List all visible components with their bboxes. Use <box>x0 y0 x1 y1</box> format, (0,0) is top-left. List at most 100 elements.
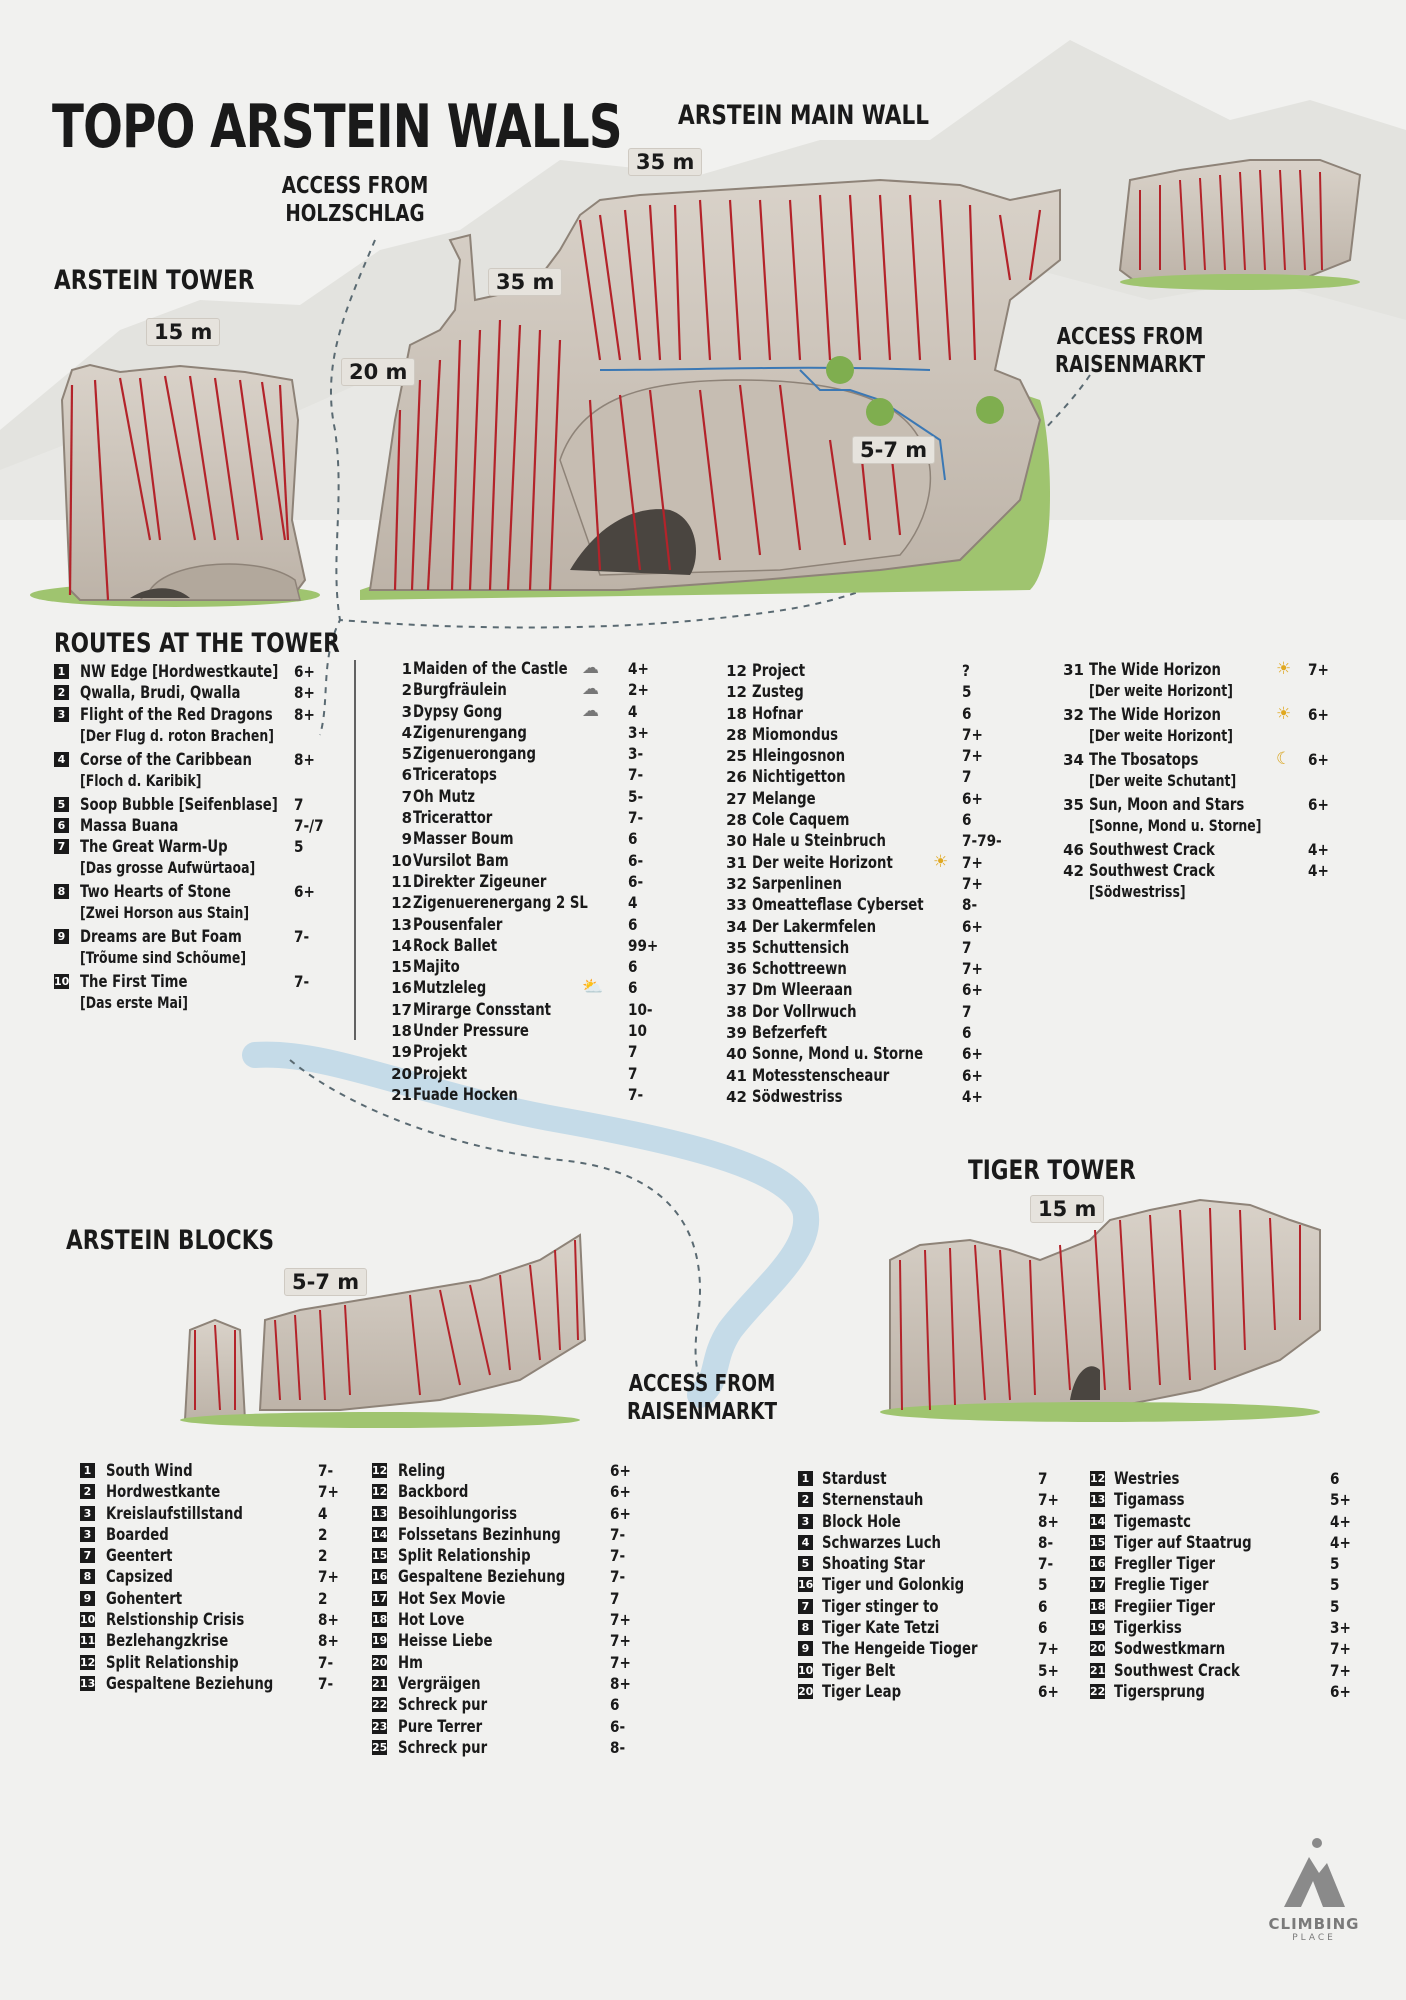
route-name: The Wide Horizon <box>1089 705 1221 725</box>
route-subname: [Sonne, Mond u. Storne] <box>1089 816 1262 835</box>
route-grade: 6+ <box>610 1482 631 1502</box>
route-number: 4 <box>54 751 69 767</box>
route-grade: 7 <box>628 1042 638 1062</box>
route-name: Schreck pur <box>398 1695 488 1716</box>
route-grade: 7 <box>610 1588 620 1608</box>
partly-sunny-icon: ⛅ <box>582 977 604 998</box>
route-grade: 5 <box>1038 1575 1048 1595</box>
route-number: 9 <box>54 929 69 945</box>
route-grade: 7 <box>1038 1469 1048 1488</box>
route-number: 28 <box>726 725 747 744</box>
route-name: Hale u Steinbruch <box>752 831 886 852</box>
route-name: The Tbosatops <box>1089 750 1199 770</box>
height-badge-main-top: 35 m <box>628 148 703 176</box>
route-number: 42 <box>726 1087 747 1106</box>
route-grade: 5 <box>962 682 972 702</box>
section-title-routes-tower: ROUTES AT THE TOWER <box>54 628 340 659</box>
height-badge-main-mid: 35 m <box>488 268 563 296</box>
route-number: 8 <box>80 1569 95 1585</box>
section-title-tiger: TIGER TOWER <box>968 1155 1136 1186</box>
route-name: Stardust <box>822 1469 887 1489</box>
route-number: 5 <box>798 1556 813 1572</box>
route-grade: 6 <box>962 810 972 830</box>
route-grade: 8+ <box>294 704 315 724</box>
route-name: Sonne, Mond u. Storne <box>752 1044 924 1065</box>
route-grade: 5 <box>1330 1575 1340 1595</box>
route-grade: 4+ <box>1308 840 1329 859</box>
route-name: Zigenurengang <box>413 722 527 743</box>
route-grade: 7 <box>294 794 304 814</box>
route-name: Qwalla, Brudi, Qwalla <box>80 683 241 704</box>
route-name: Zigenuerenergang 2 SL <box>413 893 588 914</box>
route-number: 14 <box>391 936 412 955</box>
route-name: Zusteg <box>752 682 804 703</box>
route-number: 3 <box>80 1505 95 1521</box>
route-name: Two Hearts of Stone <box>80 882 231 903</box>
climber-mountain-icon <box>1284 1838 1345 1907</box>
route-grade: 6+ <box>962 1065 983 1085</box>
route-grade: 8+ <box>318 1610 339 1630</box>
route-number: 38 <box>726 1002 747 1021</box>
route-number: 12 <box>726 662 747 680</box>
route-grade: 7- <box>610 1567 626 1587</box>
route-number: 4 <box>401 723 412 742</box>
route-grade: 8+ <box>1038 1511 1059 1531</box>
route-number: 1 <box>80 1463 95 1478</box>
route-number: 15 <box>391 958 412 977</box>
route-name: Hleingosnon <box>752 746 846 767</box>
cloud-icon: ☁ <box>582 679 599 700</box>
route-grade: 6+ <box>962 916 983 936</box>
route-number: 16 <box>798 1577 814 1593</box>
route-name: Relstionship Crisis <box>106 1610 245 1631</box>
route-number: 2 <box>80 1484 95 1500</box>
route-name: Schwarzes Luch <box>822 1532 941 1553</box>
route-name: The First Time <box>80 972 188 993</box>
route-number: 12 <box>372 1484 388 1500</box>
route-grade: 6+ <box>1308 750 1329 769</box>
route-grade: 4+ <box>1308 861 1329 881</box>
route-name: Under Pressure <box>413 1021 529 1042</box>
route-name: Soop Bubble [Seifenblase] <box>80 794 278 815</box>
route-grade: 6 <box>628 914 638 934</box>
route-name: Backbord <box>398 1482 469 1503</box>
route-number: 2 <box>54 685 69 701</box>
route-name: Tigemastc <box>1114 1511 1191 1532</box>
route-number: 12 <box>80 1654 96 1670</box>
route-name: Freglie Tiger <box>1114 1575 1209 1596</box>
route-name: Motesstenscheaur <box>752 1065 890 1086</box>
route-number: 10 <box>80 1612 96 1628</box>
route-name: Tiger stinger to <box>822 1596 939 1617</box>
route-name: Geentert <box>106 1546 173 1567</box>
route-number: 14 <box>372 1526 388 1542</box>
route-grade: 6+ <box>294 662 315 681</box>
route-subname: [Das erste Mai] <box>80 993 188 1013</box>
route-grade: 2 <box>318 1524 328 1544</box>
route-number: 46 <box>1063 841 1084 859</box>
route-number: 16 <box>391 979 412 998</box>
route-grade: 6+ <box>1308 795 1329 814</box>
route-name: Bezlehangzkrise <box>106 1631 229 1652</box>
route-number: 15 <box>372 1548 388 1564</box>
route-grade: 7- <box>610 1524 626 1544</box>
route-name: Westries <box>1114 1469 1180 1489</box>
route-grade: 7-79- <box>962 831 1002 851</box>
route-number: 1 <box>798 1471 813 1486</box>
